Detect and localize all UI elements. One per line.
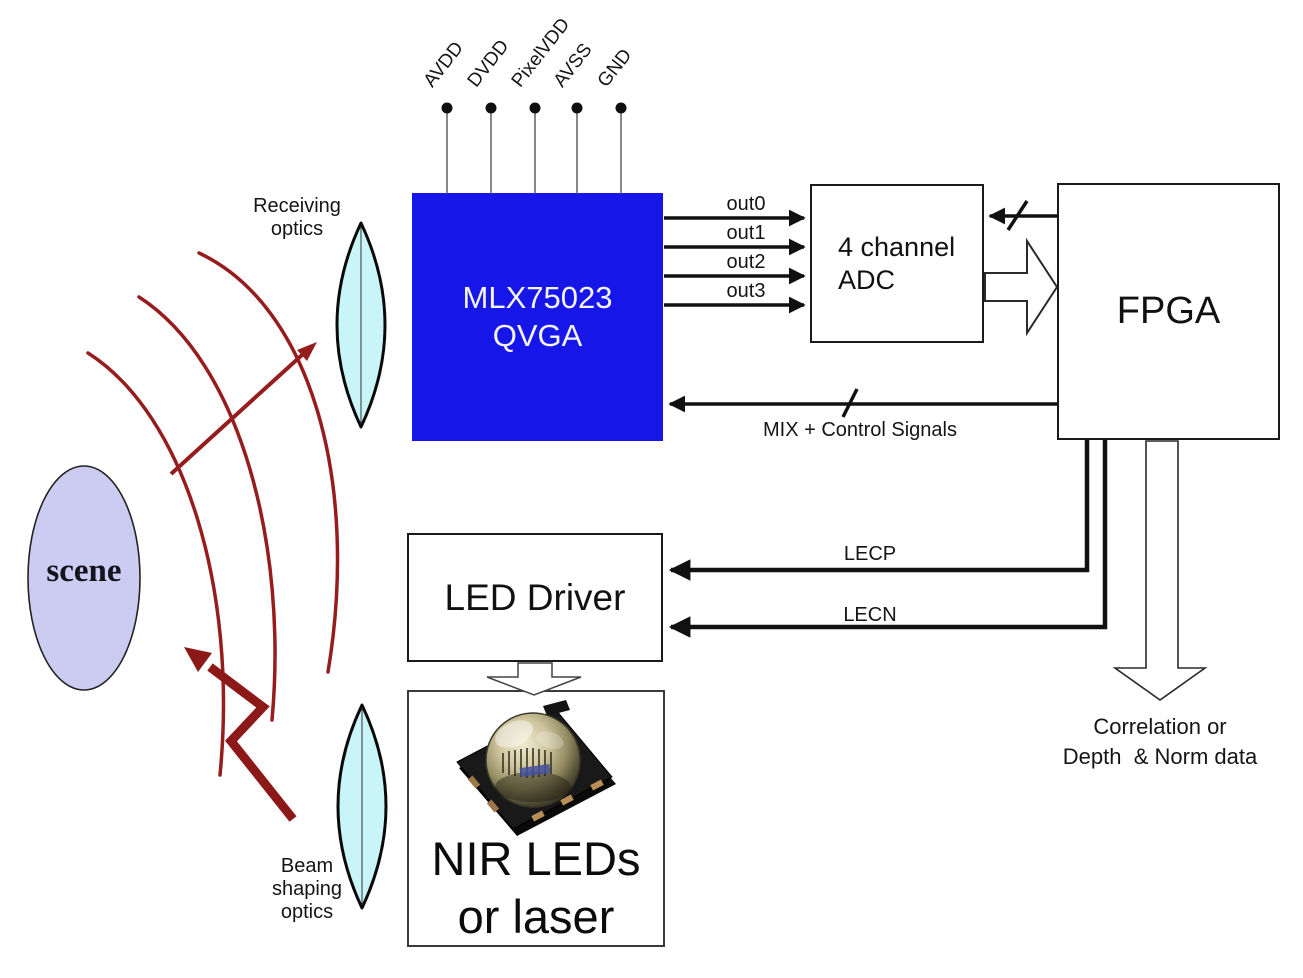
emitted-ray-zigzag-arrow [184,647,297,822]
fpga-label: FPGA [1116,290,1221,332]
fpga-block: FPGA [1057,183,1280,440]
lecp-label: LECP [843,543,897,565]
nir-label-line2: or laser [457,890,615,943]
fpga-adc-bus-slash [1006,200,1029,231]
output-data-line2: Depth & Norm data [1062,744,1258,769]
beam-shaping-optics-label: Beam shaping optics [257,855,357,924]
out3-label: out3 [726,280,766,302]
adc-label-line1: 4 channel [838,232,956,263]
beam-shaping-line3: optics [280,901,334,923]
sensor-name: MLX75023 [462,280,613,316]
out1-label: out1 [726,222,766,244]
power-pin-leads [446,113,622,194]
lecn-arrow [668,440,1108,638]
output-data-line1: Correlation or [1093,714,1227,739]
power-pin-dots [441,102,627,114]
out0-label: out0 [726,193,766,215]
lecn-label: LECN [843,604,897,626]
mix-control-label: MIX + Control Signals [763,419,957,441]
sensor-block: MLX75023 QVGA [412,193,663,441]
pin-label-dvdd: DVDD [463,36,514,92]
led-driver-label: LED Driver [444,576,626,618]
adc-to-fpga-block-arrow [984,237,1059,337]
pin-label-gnd: GND [593,45,637,92]
pin-label-avdd: AVDD [419,37,468,92]
nir-led-block: NIR LEDs or laser [407,690,665,947]
sensor-resolution: QVGA [492,318,583,353]
mix-bus-slash [841,388,859,418]
wavefront-arcs [86,251,340,777]
adc-block: 4 channel ADC [810,184,984,343]
receiving-lens-icon [335,221,387,429]
fpga-output-block-arrow [1112,440,1208,701]
beam-shaping-line2: shaping [271,878,343,900]
reflected-ray-arrow [169,342,317,476]
nir-label-line1: NIR LEDs [431,832,641,885]
receiving-optics-line1: Receiving [253,195,341,217]
scene-label: scene [46,553,122,589]
beam-shaping-line1: Beam [280,855,334,877]
led-driver-block: LED Driver [407,533,663,662]
out2-label: out2 [726,251,766,273]
adc-label-line2: ADC [838,264,896,295]
receiving-optics-label: Receiving optics [247,195,347,241]
receiving-optics-line2: optics [270,218,324,240]
